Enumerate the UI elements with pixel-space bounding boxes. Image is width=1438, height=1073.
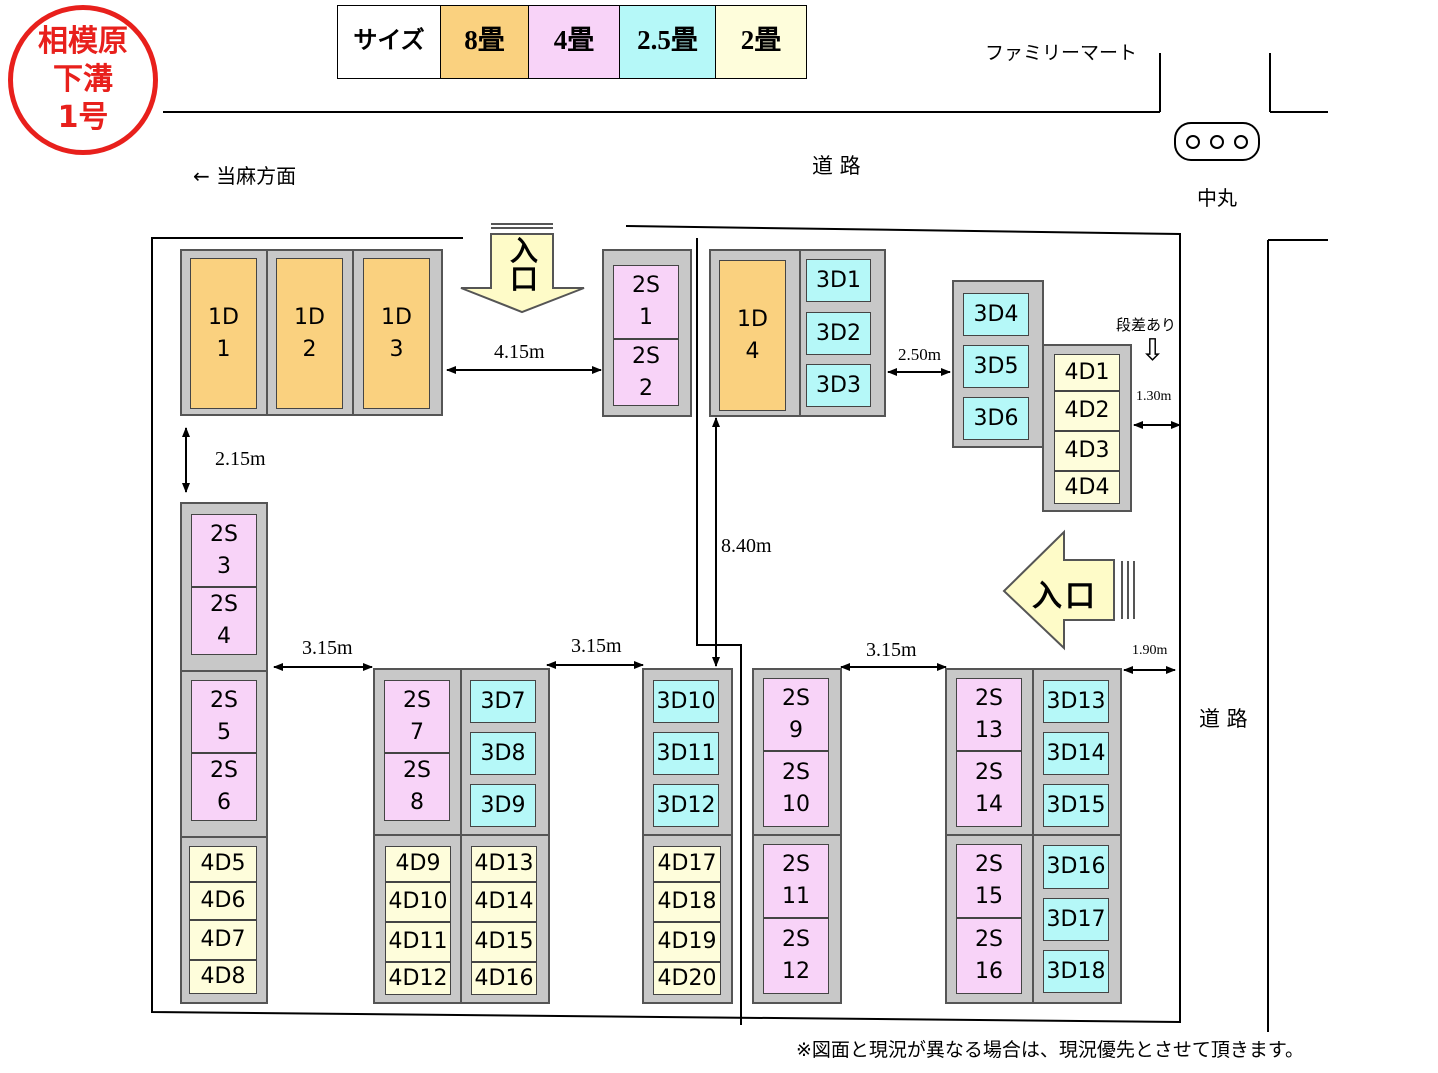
- unit-4D14[interactable]: 4D14: [471, 882, 537, 922]
- unit-3D4[interactable]: 3D4: [963, 293, 1029, 336]
- dim-label: 2.50m: [898, 345, 941, 364]
- dim-label: 2.15m: [215, 448, 266, 470]
- step-down-arrow-icon: ⇩: [1140, 333, 1166, 368]
- size-legend: サイズ 8畳 4畳 2.5畳 2畳: [337, 5, 807, 79]
- unit-3D18[interactable]: 3D18: [1043, 950, 1109, 993]
- dim-label: 4.15m: [494, 341, 545, 363]
- unit-3D15[interactable]: 3D15: [1043, 784, 1109, 827]
- dim-label: 3.15m: [571, 635, 622, 657]
- unit-4D18[interactable]: 4D18: [653, 882, 721, 922]
- unit-3D14[interactable]: 3D14: [1043, 732, 1109, 775]
- unit-4D8[interactable]: 4D8: [189, 960, 257, 994]
- road-label-right: 道 路: [1199, 707, 1248, 731]
- step-label: 段差あり: [1116, 316, 1177, 334]
- dim-label: 1.30m: [1136, 389, 1172, 404]
- unit-3D1[interactable]: 3D1: [806, 259, 871, 302]
- footnote: ※図面と現況が異なる場合は、現況優先とさせて頂きます。: [796, 1039, 1305, 1061]
- entrance-arrow-right-icon: [1002, 529, 1135, 651]
- unit-4D5[interactable]: 4D5: [189, 846, 257, 882]
- unit-3D7[interactable]: 3D7: [470, 680, 536, 723]
- unit-4D15[interactable]: 4D15: [471, 922, 537, 962]
- unit-4D13[interactable]: 4D13: [471, 846, 537, 882]
- legend-2jo: 2畳: [716, 6, 806, 78]
- unit-3D13[interactable]: 3D13: [1043, 680, 1109, 723]
- badge-line-1: 相模原: [38, 24, 128, 59]
- unit-3D12[interactable]: 3D12: [653, 784, 719, 827]
- unit-4D11[interactable]: 4D11: [385, 922, 451, 962]
- unit-4D16[interactable]: 4D16: [471, 962, 537, 995]
- unit-3D10[interactable]: 3D10: [653, 680, 719, 723]
- entrance-arrow-top-icon: [460, 223, 585, 314]
- familymart-label: ファミリーマート: [985, 42, 1138, 64]
- site-badge: 相模原 下溝 1号: [8, 5, 158, 155]
- unit-3D9[interactable]: 3D9: [470, 784, 536, 827]
- unit-4D6[interactable]: 4D6: [189, 882, 257, 920]
- unit-4D9[interactable]: 4D9: [385, 846, 451, 882]
- badge-line-3: 1号: [57, 100, 109, 135]
- unit-3D16[interactable]: 3D16: [1043, 845, 1109, 889]
- unit-4D17[interactable]: 4D17: [653, 846, 721, 882]
- legend-25jo: 2.5畳: [620, 6, 716, 78]
- unit-4D3[interactable]: 4D3: [1054, 431, 1120, 471]
- legend-label: サイズ: [338, 6, 441, 78]
- dim-label: 3.15m: [302, 637, 353, 659]
- legend-4jo: 4畳: [529, 6, 620, 78]
- unit-3D6[interactable]: 3D6: [963, 397, 1029, 440]
- unit-3D11[interactable]: 3D11: [653, 732, 719, 775]
- site-boundary: [151, 225, 1181, 1024]
- dim-label: 3.15m: [866, 639, 917, 661]
- unit-4D10[interactable]: 4D10: [385, 882, 451, 922]
- road-label-top: 道 路: [812, 154, 861, 178]
- unit-4D12[interactable]: 4D12: [385, 962, 451, 995]
- unit-3D3[interactable]: 3D3: [806, 364, 871, 407]
- unit-4D2[interactable]: 4D2: [1054, 391, 1120, 431]
- entrance-label-top: 入口: [506, 236, 539, 292]
- unit-3D2[interactable]: 3D2: [806, 312, 871, 355]
- unit-4D20[interactable]: 4D20: [653, 962, 721, 995]
- nakamaru-label: 中丸: [1197, 186, 1237, 210]
- unit-3D8[interactable]: 3D8: [470, 732, 536, 775]
- legend-8jo: 8畳: [441, 6, 529, 78]
- unit-4D4[interactable]: 4D4: [1054, 471, 1120, 504]
- unit-4D1[interactable]: 4D1: [1054, 354, 1120, 391]
- unit-3D17[interactable]: 3D17: [1043, 898, 1109, 941]
- badge-line-2: 下溝: [53, 62, 113, 97]
- unit-4D19[interactable]: 4D19: [653, 922, 721, 962]
- taima-direction-label: ← 当麻方面: [193, 164, 297, 188]
- entrance-label-right: 入口: [1032, 579, 1098, 614]
- unit-4D7[interactable]: 4D7: [189, 920, 257, 960]
- dim-label: 1.90m: [1132, 643, 1168, 658]
- unit-3D5[interactable]: 3D5: [963, 345, 1029, 388]
- dim-label: 8.40m: [721, 535, 772, 557]
